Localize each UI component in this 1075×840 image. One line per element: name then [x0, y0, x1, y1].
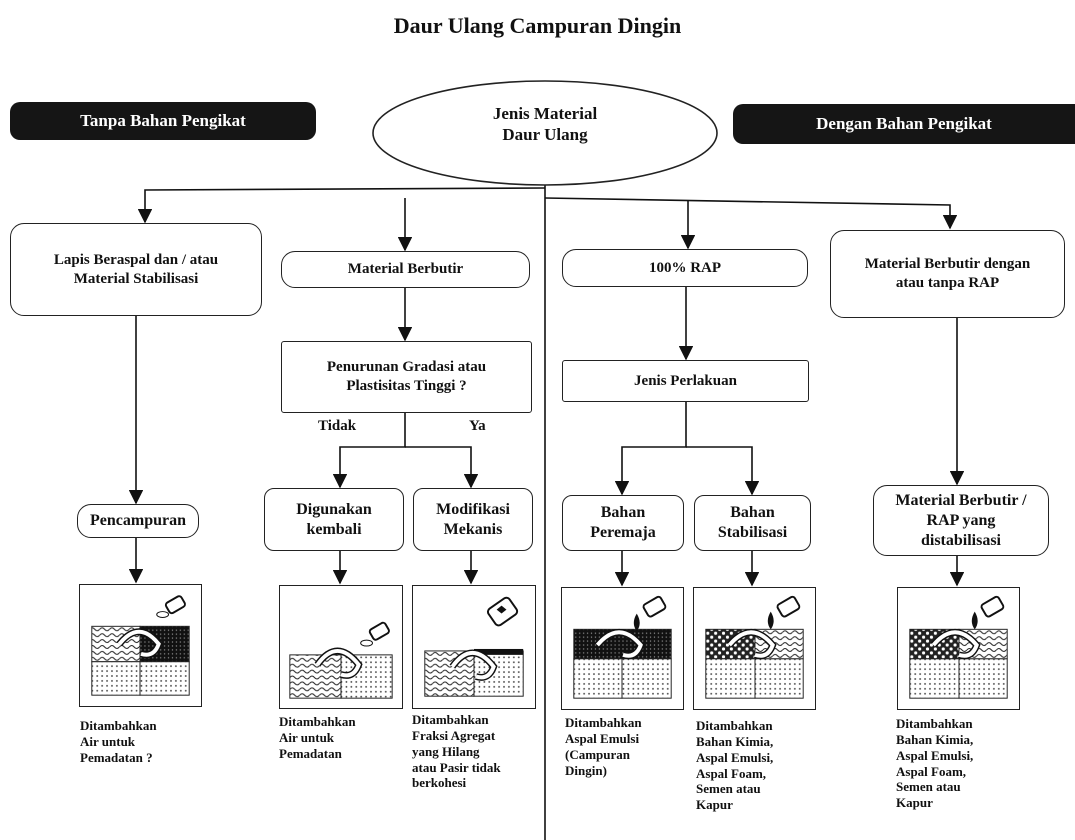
- granular-material-box: Material Berbutir: [281, 251, 530, 288]
- caption-stabilized-rap: Ditambahkan Bahan Kimia, Aspal Emulsi, A…: [896, 716, 974, 811]
- caption-rejuvenator: Ditambahkan Aspal Emulsi (Campuran Dingi…: [565, 715, 642, 778]
- stabilizer-illustration: [693, 587, 816, 710]
- mechanical-mod-illustration: [412, 585, 536, 709]
- caption-reuse: Ditambahkan Air untuk Pemadatan: [279, 714, 356, 761]
- center-oval: [372, 80, 718, 186]
- no-label: Tidak: [318, 418, 357, 434]
- treatment-type-box: Jenis Perlakuan: [562, 360, 809, 402]
- header-without-binder: Tanpa Bahan Pengikat: [10, 102, 316, 140]
- reuse-illustration: [279, 585, 403, 709]
- mixing-illustration: [79, 584, 202, 707]
- stabilized-rap-illustration: [897, 587, 1020, 710]
- rejuvenator-illustration: [561, 587, 684, 710]
- header-with-binder: Dengan Bahan Pengikat: [733, 104, 1075, 144]
- caption-mechanical: Ditambahkan Fraksi Agregat yang Hilang a…: [412, 712, 501, 791]
- caption-stabilizer: Ditambahkan Bahan Kimia, Aspal Emulsi, A…: [696, 718, 774, 813]
- diagram-title: Daur Ulang Campuran Dingin: [393, 13, 682, 38]
- caption-col1: Ditambahkan Air untuk Pemadatan ?: [80, 718, 157, 765]
- rap-100-box: 100% RAP: [562, 249, 808, 287]
- center-oval-label: Jenis Material Daur Ulang: [492, 104, 598, 145]
- mixing-box: Pencampuran: [77, 504, 199, 538]
- yes-label: Ya: [469, 418, 486, 434]
